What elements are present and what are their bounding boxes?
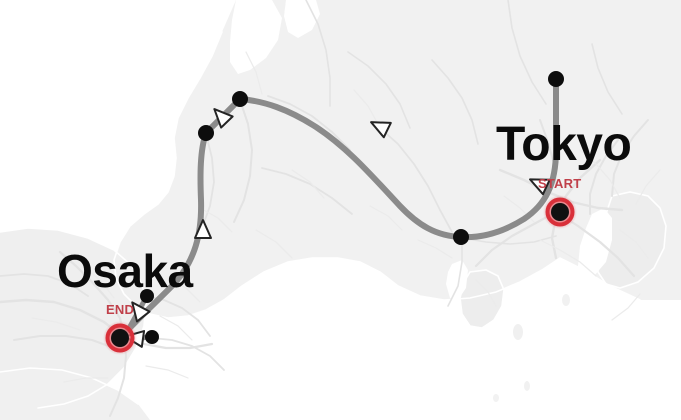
land-boso-peninsula <box>598 192 666 288</box>
road-central-5 <box>379 127 453 233</box>
road-kansai-3 <box>58 250 126 338</box>
waypoint-3[interactable] <box>232 91 248 107</box>
road-central-7 <box>431 59 479 145</box>
road-central-6 <box>347 51 411 129</box>
road-major-6 <box>589 139 619 215</box>
start-marker-ring <box>545 197 575 227</box>
end-label: END <box>106 302 135 317</box>
land-kansai <box>0 228 146 408</box>
waypoint-2[interactable] <box>453 229 469 245</box>
land-honshu-main <box>114 0 681 318</box>
end-marker-core <box>111 329 129 347</box>
road-central-3 <box>267 95 351 151</box>
route-path <box>122 76 559 336</box>
arrow-mid-icon <box>370 121 392 139</box>
sea-inlet-north <box>230 0 282 74</box>
land-izu-peninsula <box>460 270 504 328</box>
city-label-osaka: Osaka <box>57 245 193 297</box>
island-small-3 <box>493 394 499 402</box>
road-major-7 <box>611 119 649 197</box>
arrow-osaka-upper-icon <box>131 301 151 323</box>
waypoint-6[interactable] <box>145 330 159 344</box>
island-small-2 <box>524 381 530 391</box>
arrow-tokyo-icon <box>529 178 551 196</box>
road-central-10 <box>305 0 331 107</box>
end-marker-ring <box>105 323 135 353</box>
end-marker[interactable] <box>103 321 137 355</box>
road-central-4 <box>261 167 353 215</box>
road-central-1 <box>233 99 253 223</box>
road-central-9 <box>447 237 463 307</box>
waypoint-group <box>140 71 564 344</box>
road-central-12 <box>591 43 623 115</box>
coastline-group <box>0 31 667 409</box>
land-southern-strip <box>0 368 150 420</box>
island-small-1 <box>513 324 523 340</box>
start-marker[interactable] <box>543 195 577 229</box>
road-central-11 <box>507 0 547 105</box>
road-kansai-5 <box>13 335 115 349</box>
start-label: START <box>538 176 582 191</box>
road-kansai-7 <box>151 337 225 371</box>
direction-arrow-group <box>124 108 551 348</box>
road-major-4 <box>474 210 558 268</box>
arrow-west-icon <box>194 219 212 239</box>
city-label-tokyo: Tokyo <box>496 118 632 171</box>
road-kansai-1 <box>0 298 124 338</box>
start-marker-core <box>551 203 569 221</box>
arrow-north-icon <box>213 108 234 129</box>
waypoint-1[interactable] <box>548 71 564 87</box>
waypoint-5[interactable] <box>140 289 154 303</box>
road-central-2 <box>201 133 215 229</box>
road-kansai-8 <box>0 273 89 297</box>
island-small-4 <box>562 294 570 306</box>
waypoint-4[interactable] <box>198 125 214 141</box>
